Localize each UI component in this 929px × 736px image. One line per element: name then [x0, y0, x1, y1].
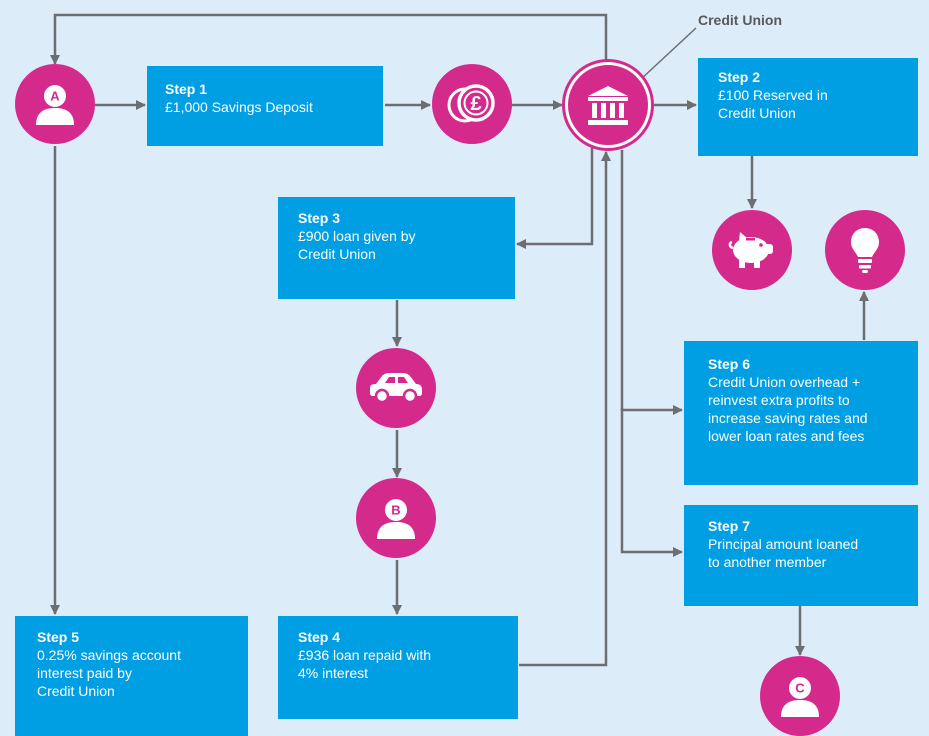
- bank-icon: [588, 86, 628, 125]
- step-1-text: £1,000 Savings Deposit: [165, 99, 313, 115]
- person-icon: C: [781, 677, 819, 717]
- svg-text:£: £: [470, 93, 481, 115]
- member-a-node: A: [15, 64, 95, 144]
- member-c-node: C: [760, 656, 840, 736]
- step-4-text: £936 loan repaid with 4% interest: [298, 647, 432, 681]
- person-icon: A: [36, 85, 74, 125]
- credit-union-callout-line: [639, 27, 697, 81]
- step-4-title: Step 4: [298, 629, 341, 645]
- step-7-text: Principal amount loaned to another membe…: [708, 536, 859, 570]
- credit-union-label: Credit Union: [698, 12, 782, 28]
- credit-union-bank-node: [565, 62, 651, 148]
- step-4-box: Step 4 £936 loan repaid with 4% interest: [278, 616, 518, 719]
- piggy-bank-node: [712, 210, 792, 290]
- piggy-bank-icon: [728, 232, 773, 268]
- member-a-letter: A: [50, 89, 60, 104]
- step-3-box: Step 3 £900 loan given by Credit Union: [278, 197, 515, 299]
- car-icon: [370, 373, 422, 404]
- step-5-title: Step 5: [37, 629, 80, 645]
- step-2-title: Step 2: [718, 69, 761, 85]
- step-5-box: Step 5 0.25% savings account interest pa…: [15, 616, 248, 736]
- step-3-text: £900 loan given by Credit Union: [298, 228, 416, 262]
- step-1-box: Step 1 £1,000 Savings Deposit: [147, 66, 383, 146]
- step-2-box: Step 2 £100 Reserved in Credit Union: [698, 58, 918, 156]
- step-5-text: 0.25% savings account interest paid by C…: [37, 647, 181, 699]
- lightbulb-icon: [851, 228, 879, 273]
- arrow-bank-to-step3: [516, 148, 594, 249]
- step-7-box: Step 7 Principal amount loaned to anothe…: [684, 505, 918, 606]
- pound-coin-icon: £: [447, 84, 495, 123]
- arrow-bank-to-a: [50, 13, 608, 100]
- lightbulb-node: [825, 210, 905, 290]
- person-icon: B: [377, 499, 415, 539]
- arrow-bank-to-step7: [620, 408, 683, 557]
- car-node: [356, 348, 436, 428]
- step-7-title: Step 7: [708, 518, 751, 534]
- arrow-step4-to-bank: [519, 151, 611, 667]
- member-b-letter: B: [391, 503, 400, 518]
- step-6-title: Step 6: [708, 356, 751, 372]
- member-c-letter: C: [795, 681, 805, 696]
- arrow-bank-to-step6: [620, 150, 683, 415]
- member-b-node: B: [356, 478, 436, 558]
- step-1-title: Step 1: [165, 81, 208, 97]
- step-2-text: £100 Reserved in Credit Union: [718, 87, 828, 121]
- step-6-box: Step 6 Credit Union overhead + reinvest …: [684, 341, 918, 485]
- coin-node: £: [432, 64, 512, 144]
- step-3-title: Step 3: [298, 210, 341, 226]
- step-6-text: Credit Union overhead + reinvest extra p…: [708, 374, 868, 444]
